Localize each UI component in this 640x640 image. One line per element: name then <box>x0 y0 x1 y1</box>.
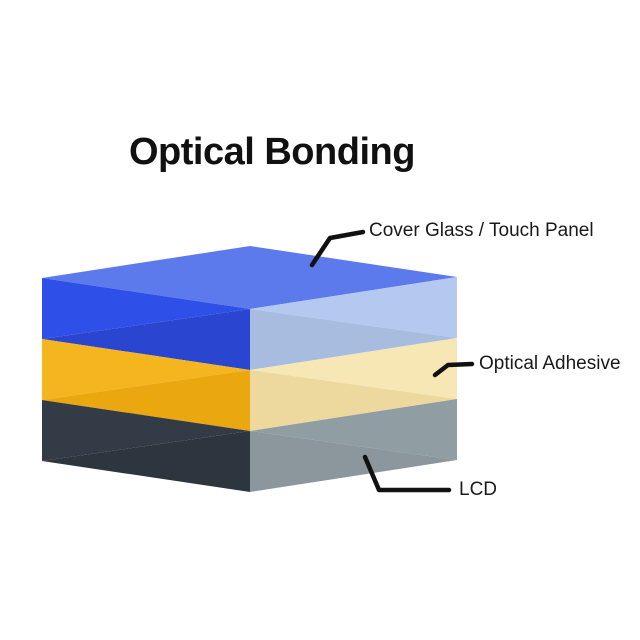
lcd-left-face-shade <box>42 431 250 492</box>
lcd-left-face <box>42 400 250 461</box>
cover-glass-left-face <box>42 278 250 339</box>
cover-glass-right-face-shade <box>250 309 457 370</box>
optical-adhesive-left-face <box>42 339 250 400</box>
optical-adhesive-callout-line <box>432 361 475 378</box>
lcd-right-face <box>250 399 457 460</box>
lcd-callout-line <box>362 454 452 493</box>
cover-glass-callout-line <box>309 229 366 268</box>
optical-adhesive-right-face-shade <box>250 370 457 431</box>
cover-glass-right-face <box>250 277 457 338</box>
cover-glass-left-face-shade <box>42 309 250 370</box>
page-title: Optical Bonding <box>129 131 415 173</box>
cover-glass-label: Cover Glass / Touch Panel <box>369 220 594 241</box>
cover-glass-top-face <box>42 246 457 309</box>
optical-adhesive-right-face <box>250 338 457 399</box>
lcd-label: LCD <box>459 479 498 500</box>
lcd-right-face-shade <box>250 431 457 492</box>
optical-adhesive-left-face-shade <box>42 370 250 431</box>
optical-adhesive-label: Optical Adhesive <box>479 353 621 374</box>
